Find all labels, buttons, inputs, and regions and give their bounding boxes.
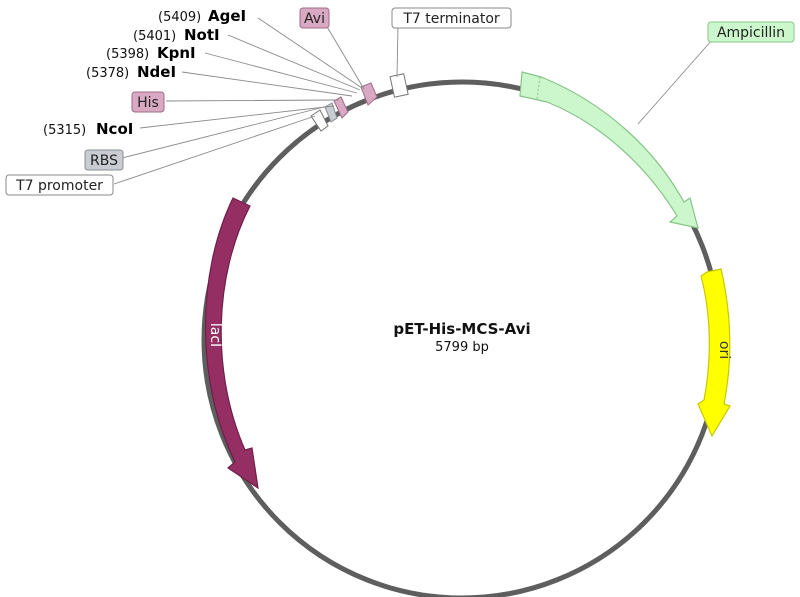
site-ndeI[interactable]: (5378) NdeI	[86, 63, 176, 81]
ampicillin-feature[interactable]	[519, 71, 699, 229]
site-kpnI[interactable]: (5398) KpnI	[106, 44, 196, 62]
site-name: NcoI	[96, 120, 133, 138]
site-name: AgeI	[208, 7, 246, 25]
label-his[interactable]: His	[131, 91, 165, 113]
site-ageI[interactable]: (5409) AgeI	[158, 7, 246, 25]
avi-feature[interactable]	[360, 82, 378, 106]
t7-terminator-label: T7 terminator	[402, 11, 500, 27]
site-notI[interactable]: (5401) NotI	[133, 26, 220, 44]
ori-feature[interactable]	[697, 268, 731, 438]
site-name: NotI	[184, 26, 220, 44]
site-name: NdeI	[137, 63, 176, 81]
label-t7-terminator[interactable]: T7 terminator	[391, 7, 512, 29]
site-position: (5378)	[86, 66, 129, 81]
t7-promoter-feature[interactable]	[310, 109, 329, 132]
site-position: (5401)	[133, 29, 176, 44]
label-t7-promoter[interactable]: T7 promoter	[5, 174, 114, 196]
laci-feature[interactable]	[204, 197, 259, 490]
site-position: (5398)	[106, 47, 149, 62]
label-avi[interactable]: Avi	[299, 7, 330, 29]
site-position: (5409)	[158, 10, 201, 25]
rbs-feature[interactable]	[324, 102, 338, 123]
site-ncoI[interactable]: (5315) NcoI	[43, 120, 133, 138]
plasmid-size: 5799 bp	[435, 340, 489, 355]
ampicillin-label: Ampicillin	[717, 25, 785, 41]
his-feature[interactable]	[333, 96, 349, 119]
label-rbs[interactable]: RBS	[84, 149, 124, 171]
ori-inner-label: ori	[716, 341, 732, 359]
rbs-label: RBS	[90, 153, 118, 169]
avi-label: Avi	[304, 11, 325, 27]
t7-promoter-label: T7 promoter	[15, 178, 103, 194]
plasmid-name: pET-His-MCS-Avi	[393, 320, 530, 338]
his-label: His	[137, 95, 159, 111]
leader-lines	[113, 17, 713, 185]
site-position: (5315)	[43, 123, 86, 138]
laci-inner-label: lacI	[207, 323, 223, 347]
site-name: KpnI	[157, 44, 196, 62]
label-ampicillin[interactable]: Ampicillin	[707, 21, 795, 43]
